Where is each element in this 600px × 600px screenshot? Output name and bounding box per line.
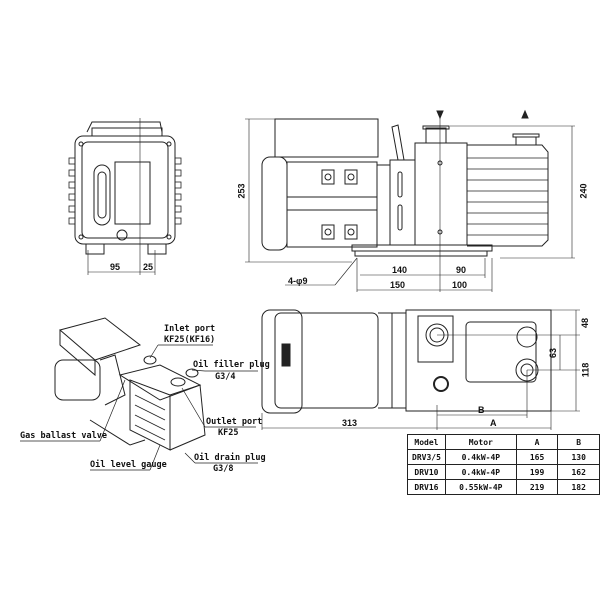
label-inlet-port: Inlet port	[164, 324, 216, 334]
label-outlet-port: Outlet port	[206, 417, 263, 427]
table-row: DRV16 0.55kW-4P 219 182	[407, 479, 600, 495]
header-b: B	[557, 434, 600, 450]
label-oil-drain-plug: Oil drain plug	[194, 453, 266, 463]
table-row: DRV3/5 0.4kW-4P 165 130	[407, 449, 600, 465]
dim-height-240: 240	[578, 183, 589, 199]
dim-a: A	[490, 418, 497, 428]
dim-base-140: 140	[392, 265, 408, 275]
cell-motor: 0.4kW-4P	[444, 449, 517, 465]
cell-motor: 0.55kW-4P	[444, 479, 517, 495]
cell-b: 162	[557, 464, 600, 480]
dim-118: 118	[580, 362, 591, 378]
dim-mount-holes: 4-φ9	[288, 276, 308, 286]
cell-a: 219	[515, 479, 559, 495]
isometric-view	[20, 317, 258, 471]
cell-a: 199	[515, 464, 559, 480]
header-motor: Motor	[444, 434, 517, 450]
cell-a: 165	[515, 449, 559, 465]
dim-base-100: 100	[452, 280, 468, 290]
cell-model: DRV10	[407, 464, 446, 480]
dim-length-313: 313	[342, 418, 358, 428]
dim-height-253: 253	[236, 183, 247, 199]
side-view	[245, 109, 575, 292]
label-oil-filler-spec: G3/4	[215, 372, 236, 382]
label-oil-filler-plug: Oil filler plug	[193, 360, 270, 370]
dim-b: B	[478, 405, 485, 415]
dim-front-95: 95	[110, 262, 121, 272]
label-gas-ballast-valve: Gas ballast valve	[20, 431, 107, 441]
table-header-row: Model Motor A B	[407, 434, 600, 450]
table-row: DRV10 0.4kW-4P 199 162	[407, 464, 600, 480]
label-inlet-port-spec: KF25(KF16)	[164, 335, 216, 345]
label-oil-drain-spec: G3/8	[213, 464, 234, 474]
dim-base-150: 150	[390, 280, 406, 290]
header-model: Model	[407, 434, 446, 450]
dim-48: 48	[580, 317, 591, 329]
header-a: A	[515, 434, 559, 450]
dim-63: 63	[548, 347, 559, 359]
front-view	[68, 118, 182, 275]
cell-model: DRV16	[407, 479, 446, 495]
label-oil-level-gauge: Oil level gauge	[90, 460, 167, 470]
cell-b: 182	[557, 479, 600, 495]
cell-motor: 0.4kW-4P	[444, 464, 517, 480]
cell-model: DRV3/5	[407, 449, 446, 465]
spec-table: Model Motor A B DRV3/5 0.4kW-4P 165 130 …	[407, 434, 600, 495]
dim-base-90: 90	[456, 265, 467, 275]
cell-b: 130	[557, 449, 600, 465]
label-outlet-spec: KF25	[218, 428, 239, 438]
dim-front-25: 25	[143, 262, 154, 272]
top-view	[261, 309, 580, 430]
